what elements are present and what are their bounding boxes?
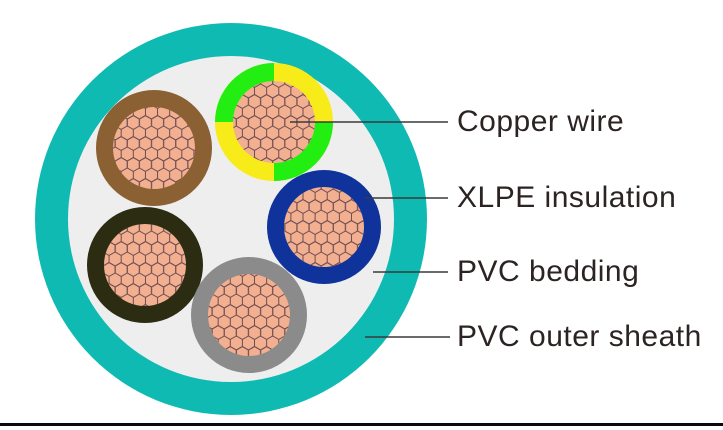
bottom-rule — [0, 423, 723, 426]
copper-strands-overlay — [233, 81, 315, 163]
copper-strands-overlay — [113, 107, 195, 189]
copper-strands-overlay — [104, 224, 186, 306]
label-copper-wire: Copper wire — [457, 105, 625, 138]
label-pvc-outer-sheath: PVC outer sheath — [457, 320, 702, 353]
label-pvc-bedding: PVC bedding — [457, 255, 640, 288]
copper-strands-overlay — [284, 187, 364, 267]
label-xlpe-insulation: XLPE insulation — [457, 181, 677, 214]
leader-lines — [290, 121, 450, 338]
conductor-brown — [96, 90, 212, 206]
copper-strands-overlay — [208, 274, 290, 356]
conductor-blue — [267, 170, 381, 284]
conductor-black — [87, 207, 203, 323]
conductor-green-yellow — [215, 63, 333, 181]
conductor-gray — [191, 257, 307, 373]
